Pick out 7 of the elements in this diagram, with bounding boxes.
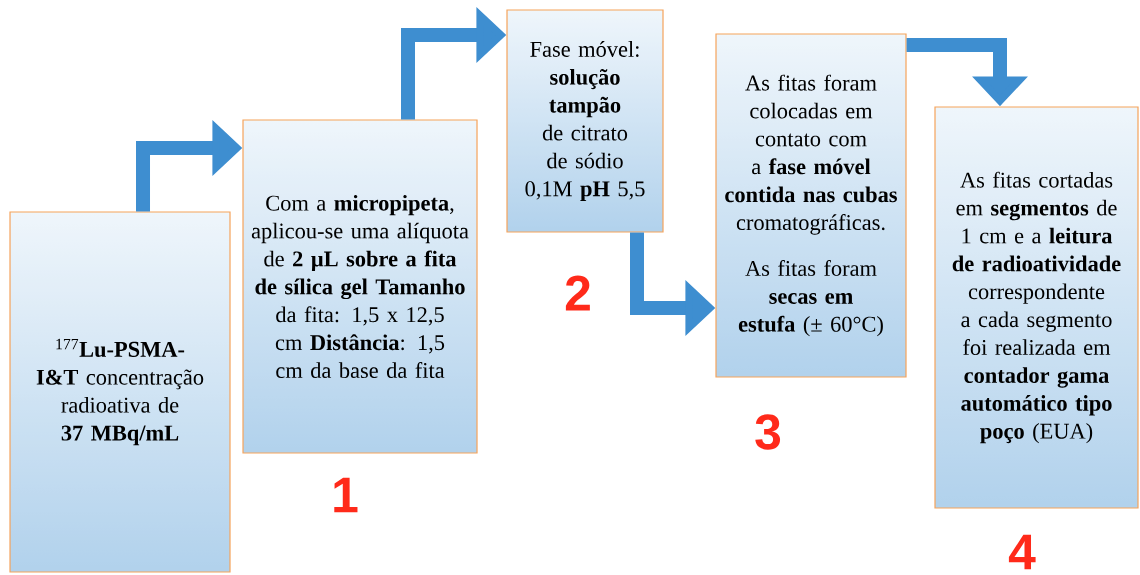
process-box: As fitas foram colocadas em contato com a fase móvel contida nas cubas cromatográficas. As fitas foram secas em estufa (± 60°C) <box>715 33 907 378</box>
process-box: As fitas cortadas em segmentos de 1 cm e a leitura de radioatividade correspondente a cada segmento foi realizada em contador gama automático tipo poço (EUA) <box>934 106 1139 509</box>
process-box: Com a micropipeta, aplicou-se uma alíquota de 2 µL sobre a fita de sílica gel Tamanho da fita: 1,5 x 12,5 cm Distância: 1,5 cm da base da fita <box>242 119 478 454</box>
process-box: Fase móvel: solução tampão de citrato de sódio 0,1M pH 5,5 <box>506 9 664 233</box>
process-box: $^{177}$Lu-PSMA-I&T concentração radioativa de 37 MBq/mL <box>9 211 231 573</box>
step-number: 2 <box>565 275 590 311</box>
step-number: 1 <box>334 477 358 513</box>
